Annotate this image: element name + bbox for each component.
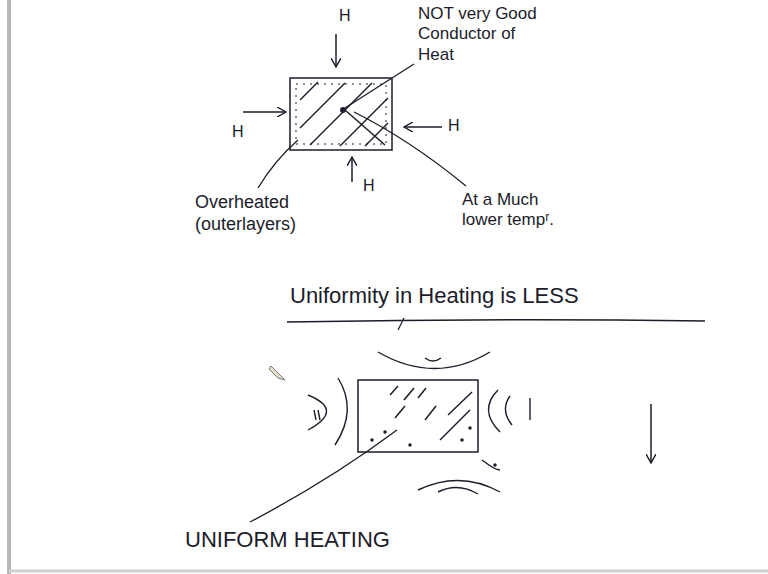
direction-arrow — [650, 404, 652, 462]
uniform-block — [358, 380, 496, 466]
note: Overheated (outerlayers) — [195, 192, 320, 235]
page-edge — [7, 0, 11, 574]
pen-mark — [398, 318, 404, 330]
wave-arcs — [308, 352, 530, 494]
heat-label: H — [232, 122, 244, 141]
note: UNIFORM HEATING — [185, 527, 390, 553]
heat-arrow — [243, 34, 442, 182]
note: NOT very Good Conductor of Heat — [418, 4, 540, 65]
heated-block — [290, 78, 392, 150]
heat-label: H — [448, 116, 460, 135]
heading-note: Uniformity in Heating is LESS — [290, 283, 579, 309]
page-edge — [9, 570, 768, 573]
pencil-cursor — [269, 366, 285, 380]
heat-label: H — [339, 6, 351, 25]
heat-label: H — [363, 176, 375, 195]
underline — [287, 320, 705, 322]
note: At a Much lower tempʳ. — [462, 190, 562, 231]
